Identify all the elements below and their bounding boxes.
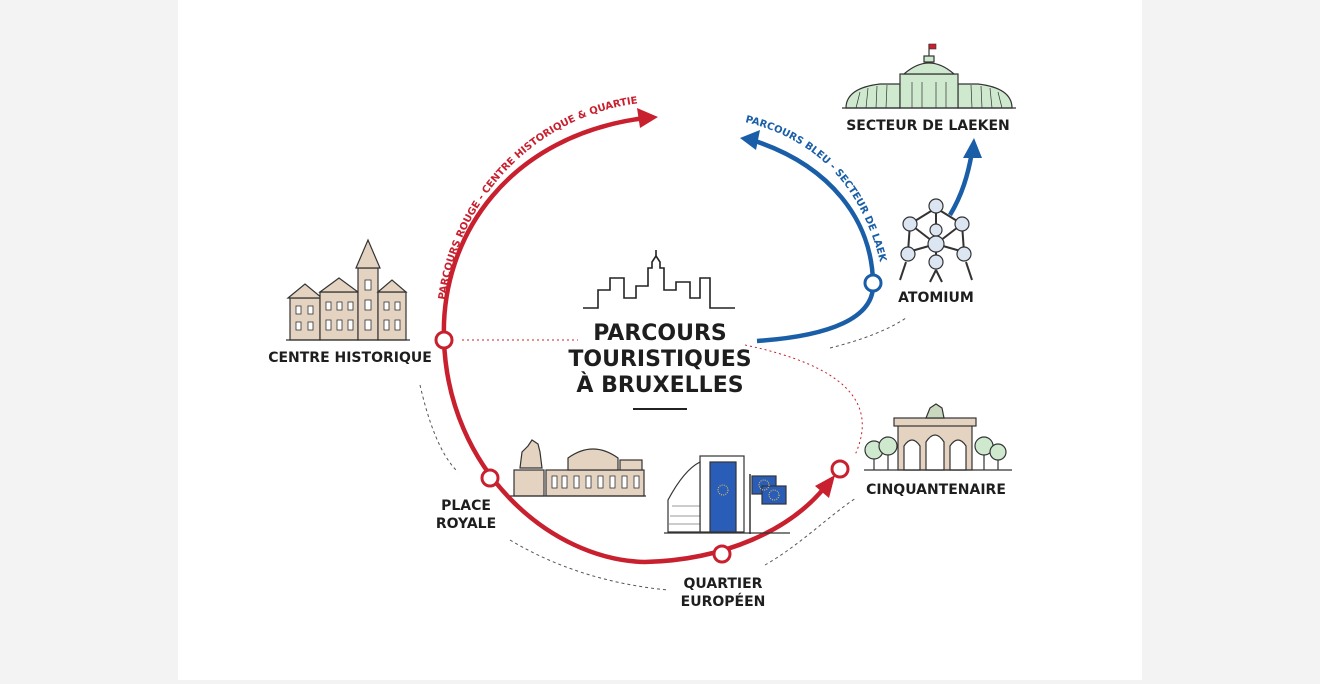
place-royale-illustration <box>510 439 646 497</box>
label-quartier-line2: EUROPÉEN <box>681 593 766 610</box>
stop-atomium <box>863 273 883 293</box>
red-arrowhead-top <box>637 108 658 128</box>
blue-arrowhead-up <box>963 138 982 158</box>
red-arrowhead-bottom <box>815 475 835 498</box>
atomium-illustration <box>899 198 973 283</box>
stop-cinquantenaire <box>830 459 850 479</box>
eu-flag-2 <box>761 485 787 505</box>
label-atomium: ATOMIUM <box>898 290 974 306</box>
label-secteur-laeken: SECTEUR DE LAEKEN <box>846 118 1010 134</box>
title-line-3: À BRUXELLES <box>576 372 743 398</box>
connector-quartier-cinq <box>764 497 857 566</box>
dotted-connectors <box>419 317 907 591</box>
cinquantenaire-illustration <box>864 403 1012 471</box>
quartier-europeen-illustration <box>664 455 790 534</box>
label-place-royale-line1: PLACE <box>441 498 491 514</box>
blue-arrowhead-left <box>740 130 760 150</box>
laeken-greenhouse-illustration <box>842 43 1016 109</box>
label-centre-historique: CENTRE HISTORIQUE <box>268 350 432 366</box>
label-quartier-line1: QUARTIER <box>684 576 763 592</box>
title-line-1: PARCOURS <box>593 321 727 346</box>
blue-route-atomium-laeken <box>948 151 975 217</box>
label-place-royale-line2: ROYALE <box>436 516 496 532</box>
stop-centre-historique <box>434 330 454 350</box>
stop-quartier-europeen <box>712 544 732 564</box>
centre-historique-illustration <box>286 238 410 341</box>
red-route-upper-arc <box>441 115 646 341</box>
stop-place-royale <box>480 468 500 488</box>
connector-royale-quartier <box>509 539 669 591</box>
title-line-2: TOURISTIQUES <box>568 347 751 372</box>
skyline-icon <box>583 250 735 309</box>
laeken-flag <box>928 43 937 50</box>
center-title-block: PARCOURS TOURISTIQUES À BRUXELLES <box>568 250 752 410</box>
red-route-lower-arc <box>441 339 827 565</box>
label-cinquantenaire: CINQUANTENAIRE <box>866 482 1006 498</box>
